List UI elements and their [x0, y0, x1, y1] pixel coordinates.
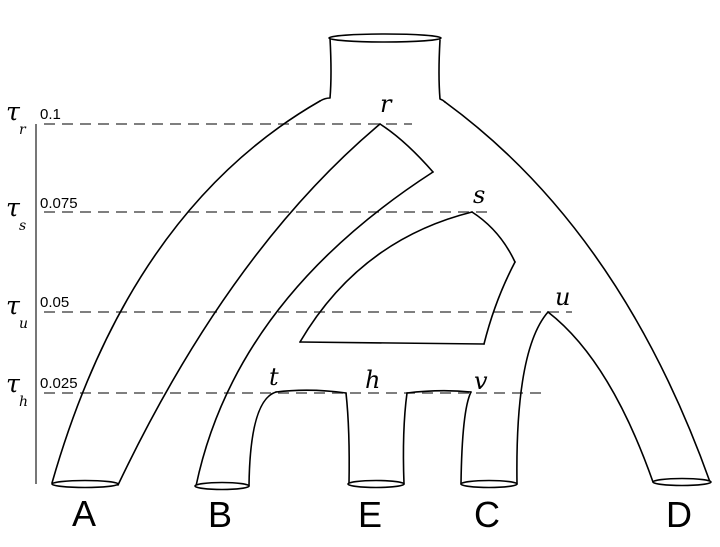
- reticulation-r-edge: [379, 123, 434, 173]
- branch-b-inner-wall: [248, 391, 277, 487]
- node-label-r: r: [380, 90, 393, 118]
- tau-label-r: τ r: [6, 97, 27, 138]
- node-label-s: s: [473, 181, 485, 209]
- leaf-label-d: D: [666, 494, 692, 535]
- root-trunk-right-wall: [438, 39, 446, 103]
- tau-u-symbol: τ: [6, 291, 21, 320]
- root-trunk-left-wall: [319, 37, 332, 102]
- leaf-b-rim: [194, 481, 250, 491]
- branch-e-right-wall: [402, 392, 408, 485]
- branch-b-outer-wall: [195, 171, 434, 487]
- leaf-d-rim: [652, 477, 712, 487]
- tau-label-s: τ s: [6, 193, 26, 234]
- tau-label-u: τ u: [6, 291, 28, 332]
- node-label-t: t: [269, 363, 279, 391]
- tau-r-symbol: τ: [6, 97, 21, 126]
- tau-h-symbol: τ: [6, 369, 21, 398]
- reticulation-s-left-arc: [299, 211, 473, 343]
- root-top-rim: [328, 33, 442, 43]
- branch-c-left-wall: [460, 391, 472, 485]
- tau-s-symbol: τ: [6, 193, 21, 222]
- leaf-c-rim: [460, 479, 518, 489]
- leaf-label-a: A: [72, 493, 96, 534]
- tau-s-subscript: s: [19, 218, 26, 234]
- leaf-label-c: C: [474, 494, 500, 535]
- leaf-label-b: B: [208, 494, 232, 535]
- tau-h-subscript: h: [19, 394, 28, 410]
- branch-d-outer-wall: [444, 101, 711, 483]
- branch-a-outer-wall: [51, 100, 321, 484]
- branch-d-inner-wall: [547, 311, 654, 483]
- tau-label-h: τ h: [6, 369, 28, 410]
- tick-value-s: 0.075: [40, 195, 78, 212]
- branch-a-inner-wall: [117, 123, 381, 486]
- tick-value-r: 0.1: [40, 106, 61, 123]
- node-label-u: u: [555, 283, 570, 311]
- tick-value-u: 0.05: [40, 294, 69, 311]
- branch-e-left-wall: [345, 392, 350, 485]
- leaf-e-rim: [347, 479, 405, 489]
- reticulation-s-lower-edge: [483, 261, 516, 345]
- reticulation-s-right-arc: [471, 211, 516, 263]
- branch-c-right-wall: [516, 311, 549, 485]
- node-label-v: v: [474, 367, 488, 395]
- leaf-label-e: E: [358, 494, 382, 535]
- tick-value-h: 0.025: [40, 375, 78, 392]
- bridge-v: [406, 389, 472, 394]
- tau-r-subscript: r: [19, 122, 27, 138]
- bridge-t: [275, 389, 347, 394]
- node-label-h: h: [365, 366, 380, 394]
- tau-u-subscript: u: [19, 316, 28, 332]
- reticulation-s-bottom-edge: [299, 341, 485, 345]
- leaf-a-rim: [51, 479, 119, 489]
